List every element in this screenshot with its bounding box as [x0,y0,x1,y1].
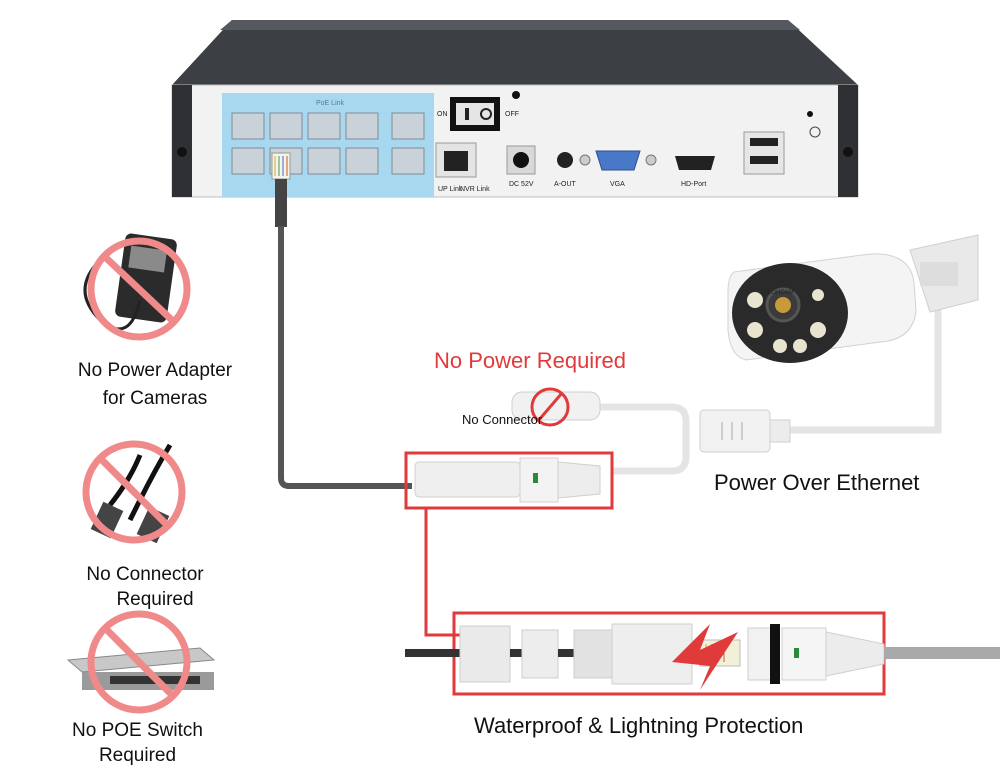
no-poe-line1: No POE Switch [72,720,203,741]
dc-label: DC 52V [509,181,534,188]
no-poe-line2: Required [98,745,177,766]
nvr-link-label: NVR Link [460,186,490,193]
switch-on-label: ON [437,111,448,118]
poe-port-zone [222,93,434,197]
no-connector-line2: Required [116,589,194,610]
no-connector-caption: No Connector Required [60,562,230,612]
no-adapter-line2: for Cameras [102,388,208,409]
waterproof-label: Waterproof & Lightning Protection [474,713,804,738]
power-adapter-crossed [83,233,191,341]
dc-jack [513,152,529,168]
dc-connector-unused [511,387,601,427]
poe-link-label: PoE Link [316,100,345,107]
rj45-cap-highlight [404,451,614,510]
bnc-connectors-crossed [82,440,186,544]
audio-jack [557,152,573,168]
bullet-camera [727,234,979,363]
no-connector-line1: No Connector [86,564,204,585]
poe-label: Power Over Ethernet [714,470,920,495]
waterproof-cap [414,461,521,498]
camera-brand: LOHCAM [768,290,794,296]
no-adapter-line1: No Power Adapter [77,360,233,381]
no-adapter-caption: No Power Adapter for Cameras [60,357,250,413]
switch-off-label: OFF [505,111,519,118]
no-power-required-label: No Power Required [434,348,626,373]
poe-switch-crossed [66,610,216,714]
poe-splitter-box [699,409,771,453]
no-connector-small-label: No Connector [462,412,543,427]
network-cable [278,226,412,489]
vga-port [595,150,641,171]
aout-label: A-OUT [554,181,576,188]
rj45-plug-nvr [271,152,291,227]
hdmi-port [675,156,715,170]
up-link-label: UP Link [438,186,463,193]
hd-port-label: HD-Port [681,181,707,188]
vga-label: VGA [610,181,625,188]
no-poe-switch-caption: No POE Switch Required [55,718,220,768]
lightning-icon [672,624,738,690]
